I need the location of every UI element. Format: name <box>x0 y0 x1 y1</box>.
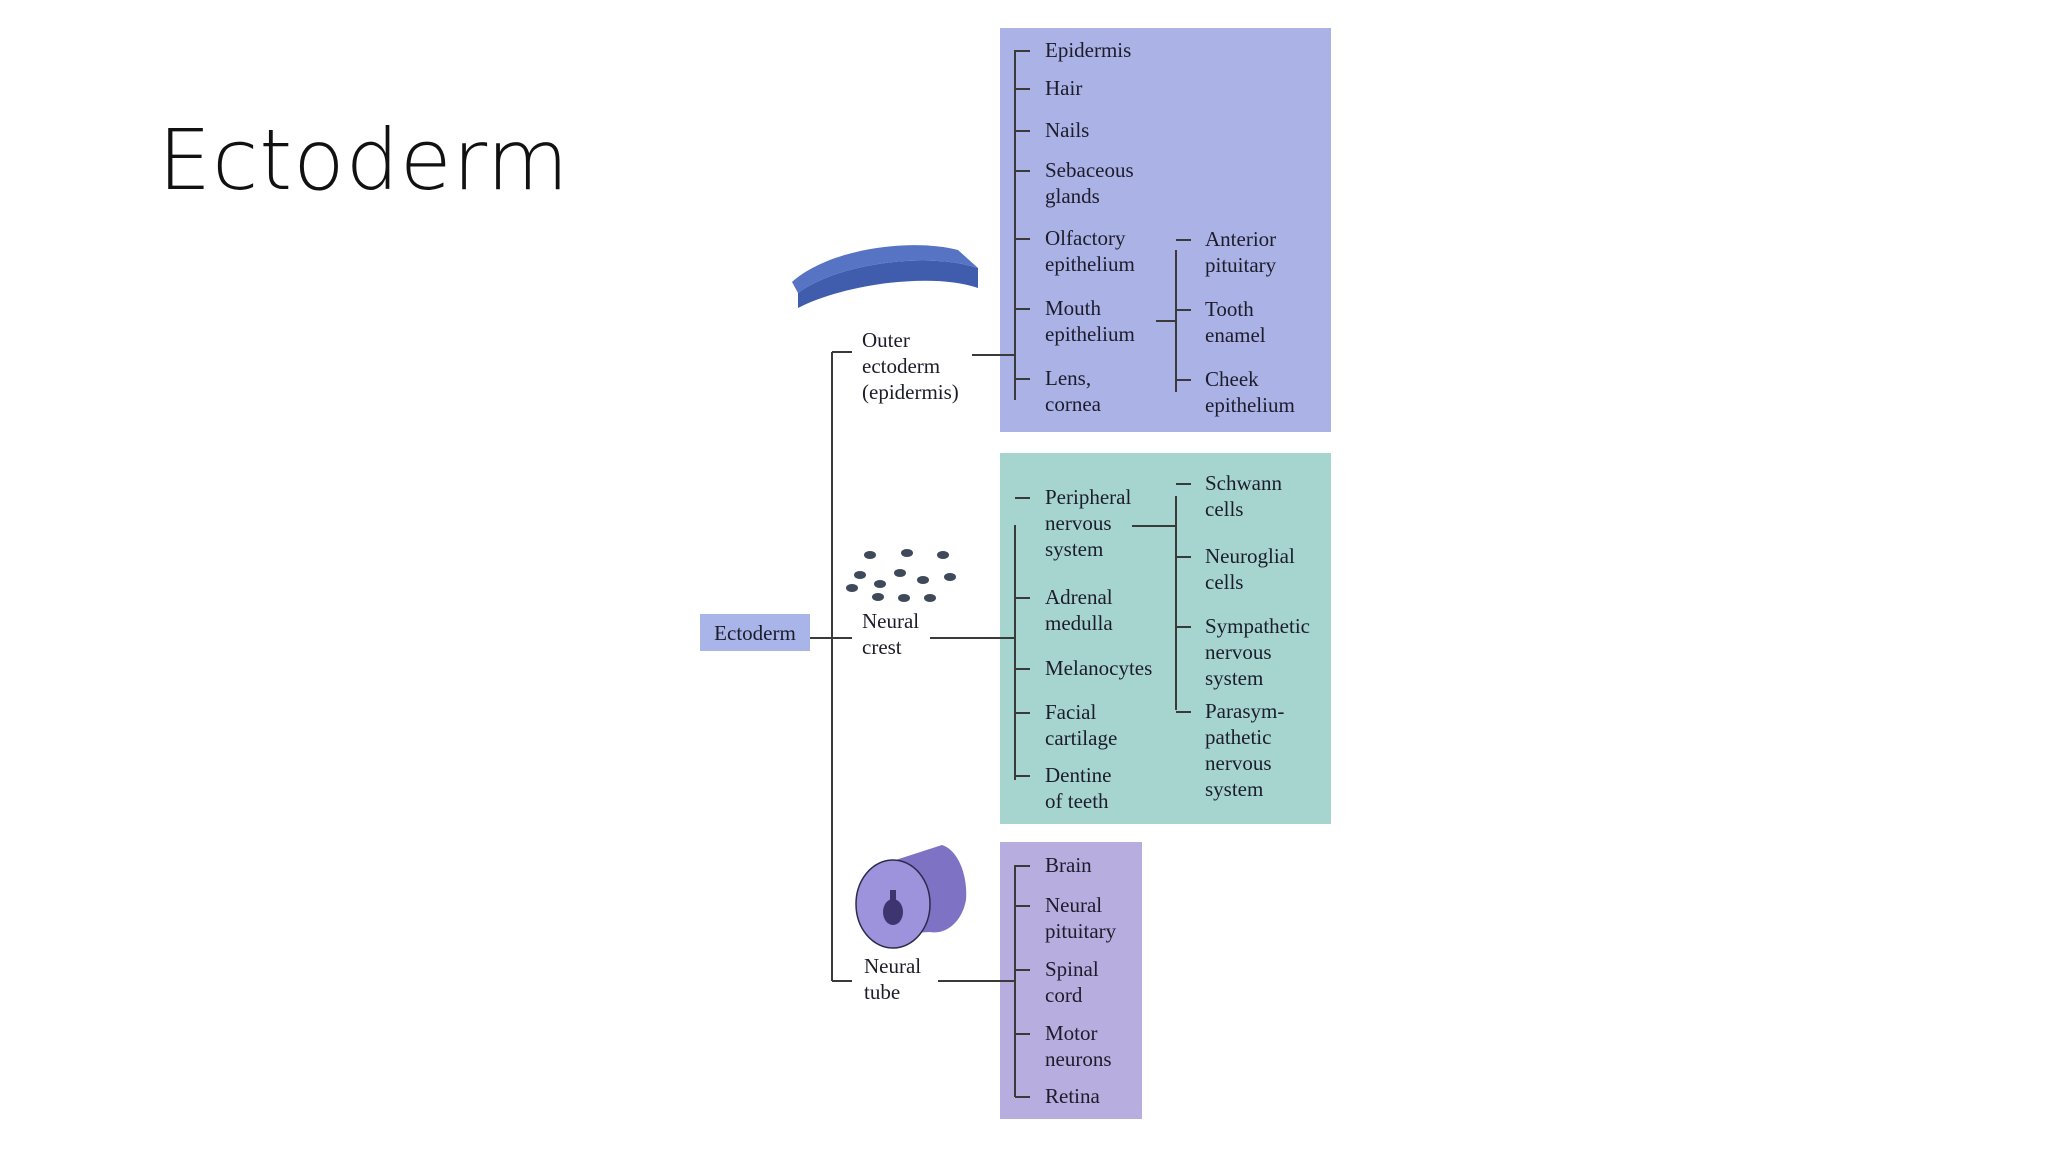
neural-tube-cylinder-icon <box>855 845 967 949</box>
neural-tube-item: Retina <box>1045 1084 1100 1108</box>
neural-crest-cell-dot <box>854 571 866 579</box>
neural-crest-cell-dot <box>917 576 929 584</box>
neural-tube-item: Brain <box>1045 853 1092 877</box>
neural-crest-cell-dot <box>924 594 936 602</box>
neural-crest-cell-dot <box>864 551 876 559</box>
outer-ectoderm-item: Lens,cornea <box>1045 366 1102 416</box>
outer-ectoderm-item: Epidermis <box>1045 38 1131 62</box>
neural-tube-box <box>1000 842 1142 1119</box>
tree-connectors <box>810 50 1177 1097</box>
outer-ectoderm-sheet-icon <box>798 260 978 308</box>
outer-ectoderm-item: Hair <box>1045 76 1082 100</box>
neural-crest-cell-dot <box>874 580 886 588</box>
neural-crest-cell-dot <box>872 593 884 601</box>
neural-crest-box <box>1000 453 1331 824</box>
ectoderm-root-label: Ectoderm <box>714 621 796 645</box>
outer-ectoderm-box <box>1000 28 1331 432</box>
item-ticks <box>1015 50 1191 1098</box>
neural-crest-cell-dot <box>944 573 956 581</box>
neural-crest-cell-dot <box>894 569 906 577</box>
ectoderm-root-box <box>700 614 810 651</box>
neural-crest-cells-icon <box>846 549 956 602</box>
slide-title: Ectoderm <box>158 111 570 209</box>
outer-ectoderm-item: Nails <box>1045 118 1089 142</box>
neural-crest-item: Melanocytes <box>1045 656 1152 680</box>
neural-crest-cell-dot <box>846 584 858 592</box>
neural-crest-cell-dot <box>937 551 949 559</box>
neural-crest-cell-dot <box>901 549 913 557</box>
neural-crest-cell-dot <box>898 594 910 602</box>
outer-ectoderm-sheet-top-icon <box>792 245 978 293</box>
